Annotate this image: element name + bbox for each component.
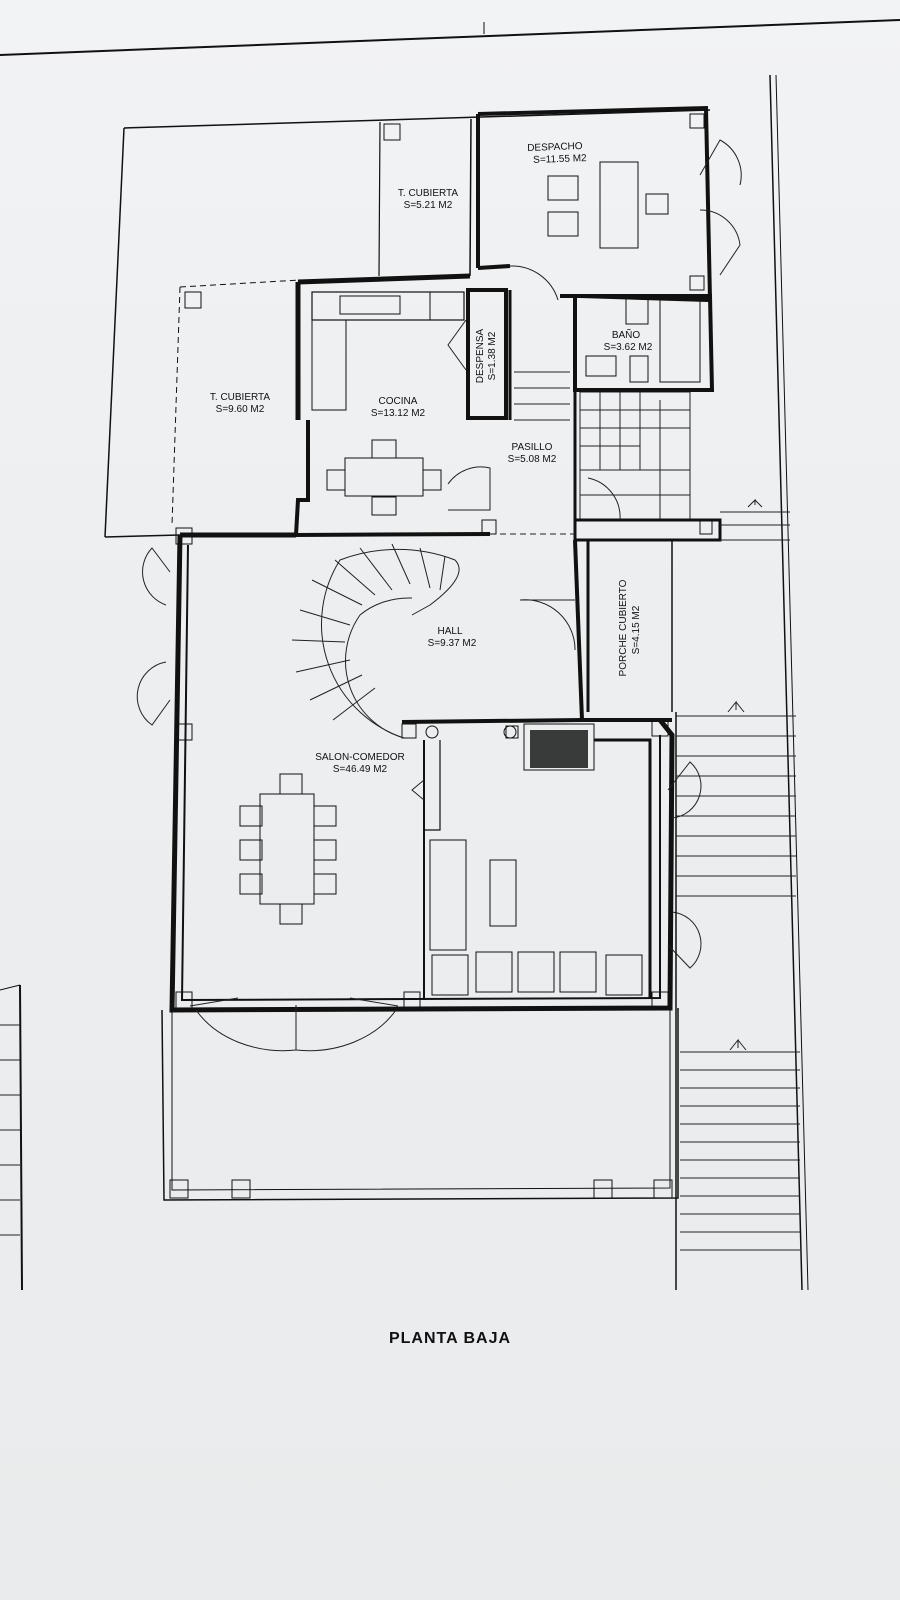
- pantry-area: S=1.38 M2: [487, 331, 498, 380]
- bathroom-room: [573, 294, 715, 392]
- office-room: [476, 105, 742, 303]
- office-name: DESPACHO: [527, 141, 583, 154]
- kitchen-room: [293, 273, 491, 538]
- pantry-room: [447, 288, 508, 420]
- porch-name: PORCHE CUBIERTO: [618, 579, 629, 676]
- terrace1-name: T. CUBIERTA: [398, 188, 459, 199]
- bathroom-area: S=3.62 M2: [604, 342, 653, 353]
- kitchen-name: COCINA: [379, 396, 418, 407]
- corridor-room: [481, 290, 722, 542]
- kitchen-area: S=13.12 M2: [371, 408, 426, 419]
- exterior-stairs: [675, 700, 800, 1290]
- porch-area: S=4.15 M2: [631, 605, 642, 654]
- hall-name: HALL: [437, 626, 462, 637]
- bottom-terrace: [161, 997, 679, 1201]
- terrace2-name: T. CUBIERTA: [210, 392, 271, 403]
- main-outline: [136, 527, 675, 1013]
- side-steps: [720, 498, 790, 541]
- corridor-area: S=5.08 M2: [508, 454, 557, 465]
- fireplace: [523, 723, 595, 771]
- plan-caption: PLANTA BAJA: [388, 1330, 512, 1347]
- bathroom-name: BAÑO: [612, 328, 641, 341]
- pantry-name: DESPENSA: [475, 328, 486, 383]
- living-furniture: [239, 738, 702, 1000]
- left-stair-outside: [0, 984, 23, 1291]
- terrace-outline: [104, 109, 711, 538]
- hall-area: S=9.37 M2: [428, 638, 477, 649]
- living-area: S=46.49 M2: [333, 764, 388, 775]
- spiral-staircase: [291, 543, 460, 739]
- terrace2-area: S=9.60 M2: [216, 404, 265, 415]
- office-area: S=11.55 M2: [533, 153, 587, 166]
- living-name: SALON-COMEDOR: [315, 752, 404, 763]
- corridor-name: PASILLO: [512, 442, 553, 453]
- terrace1-area: S=5.21 M2: [404, 200, 453, 211]
